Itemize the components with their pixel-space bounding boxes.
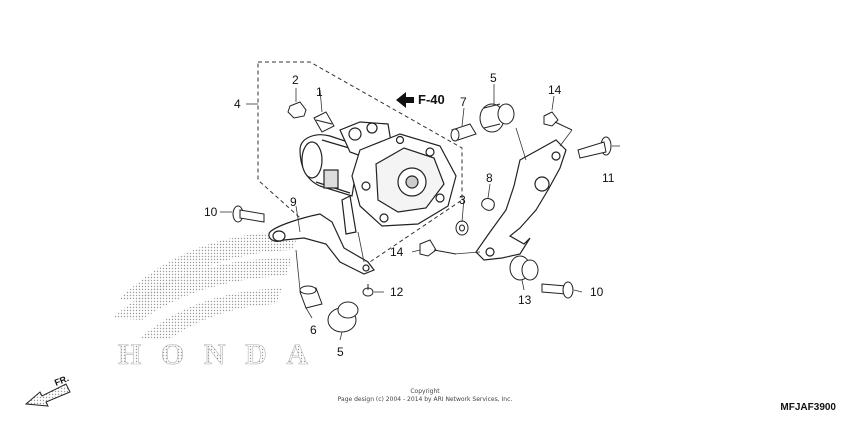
callout-4: 4 xyxy=(234,97,241,111)
callout-14-lower: 14 xyxy=(390,245,404,259)
shift-motor-assembly xyxy=(299,121,457,235)
grommet-part-5-upper xyxy=(479,103,515,133)
honda-wing-logo: HONDA xyxy=(112,231,309,371)
callout-5-upper: 5 xyxy=(490,71,497,85)
diagram-code: MFJAF3900 xyxy=(780,402,836,413)
collar-part-6 xyxy=(299,285,323,309)
copyright-title: Copyright xyxy=(410,388,440,395)
callout-13: 13 xyxy=(518,293,532,307)
copyright-notice: Copyright Page design (c) 2004 - 2014 by… xyxy=(0,388,850,404)
bracket-part-9 xyxy=(268,213,375,275)
callout-6: 6 xyxy=(310,323,317,337)
callout-numbers: 4 2 1 5 7 14 11 8 3 10 9 14 12 13 10 6 5 xyxy=(204,71,615,359)
callout-12: 12 xyxy=(390,285,404,299)
bolt-part-12 xyxy=(362,284,374,297)
leader-lines xyxy=(220,84,620,341)
grommet-part-5-lower xyxy=(327,301,359,333)
callout-10-left: 10 xyxy=(204,205,218,219)
callout-1: 1 xyxy=(316,85,323,99)
copyright-text: Page design (c) 2004 - 2014 by ARI Netwo… xyxy=(337,396,513,403)
collar-part-7 xyxy=(450,123,477,142)
section-reference: F-40 xyxy=(396,92,445,108)
callout-2: 2 xyxy=(292,73,299,87)
bolt-part-1 xyxy=(313,111,335,133)
bolt-part-14-lower xyxy=(419,239,457,257)
bolt-part-10-left xyxy=(232,205,265,223)
callout-7: 7 xyxy=(460,95,467,109)
front-direction-label: FR. xyxy=(53,373,70,388)
mounting-bracket xyxy=(475,139,567,261)
clip-part-8 xyxy=(481,198,495,211)
honda-wordmark: HONDA xyxy=(118,338,308,371)
callout-5-lower: 5 xyxy=(337,345,344,359)
assembly-boundary xyxy=(257,61,463,271)
nut-part-2 xyxy=(287,101,307,119)
callout-10-right: 10 xyxy=(590,285,604,299)
bolt-part-10-right xyxy=(541,281,574,299)
callout-8: 8 xyxy=(486,171,493,185)
bolt-part-11 xyxy=(577,136,612,159)
callout-14-upper: 14 xyxy=(548,83,562,97)
section-reference-label: F-40 xyxy=(418,92,445,107)
callout-9: 9 xyxy=(290,195,297,209)
bolt-part-14-upper xyxy=(543,111,573,131)
callout-3: 3 xyxy=(459,193,466,207)
front-direction-indicator: FR. xyxy=(24,373,71,407)
washer-part-3 xyxy=(455,220,469,236)
callout-11: 11 xyxy=(602,171,615,185)
grommet-part-13 xyxy=(509,255,539,281)
